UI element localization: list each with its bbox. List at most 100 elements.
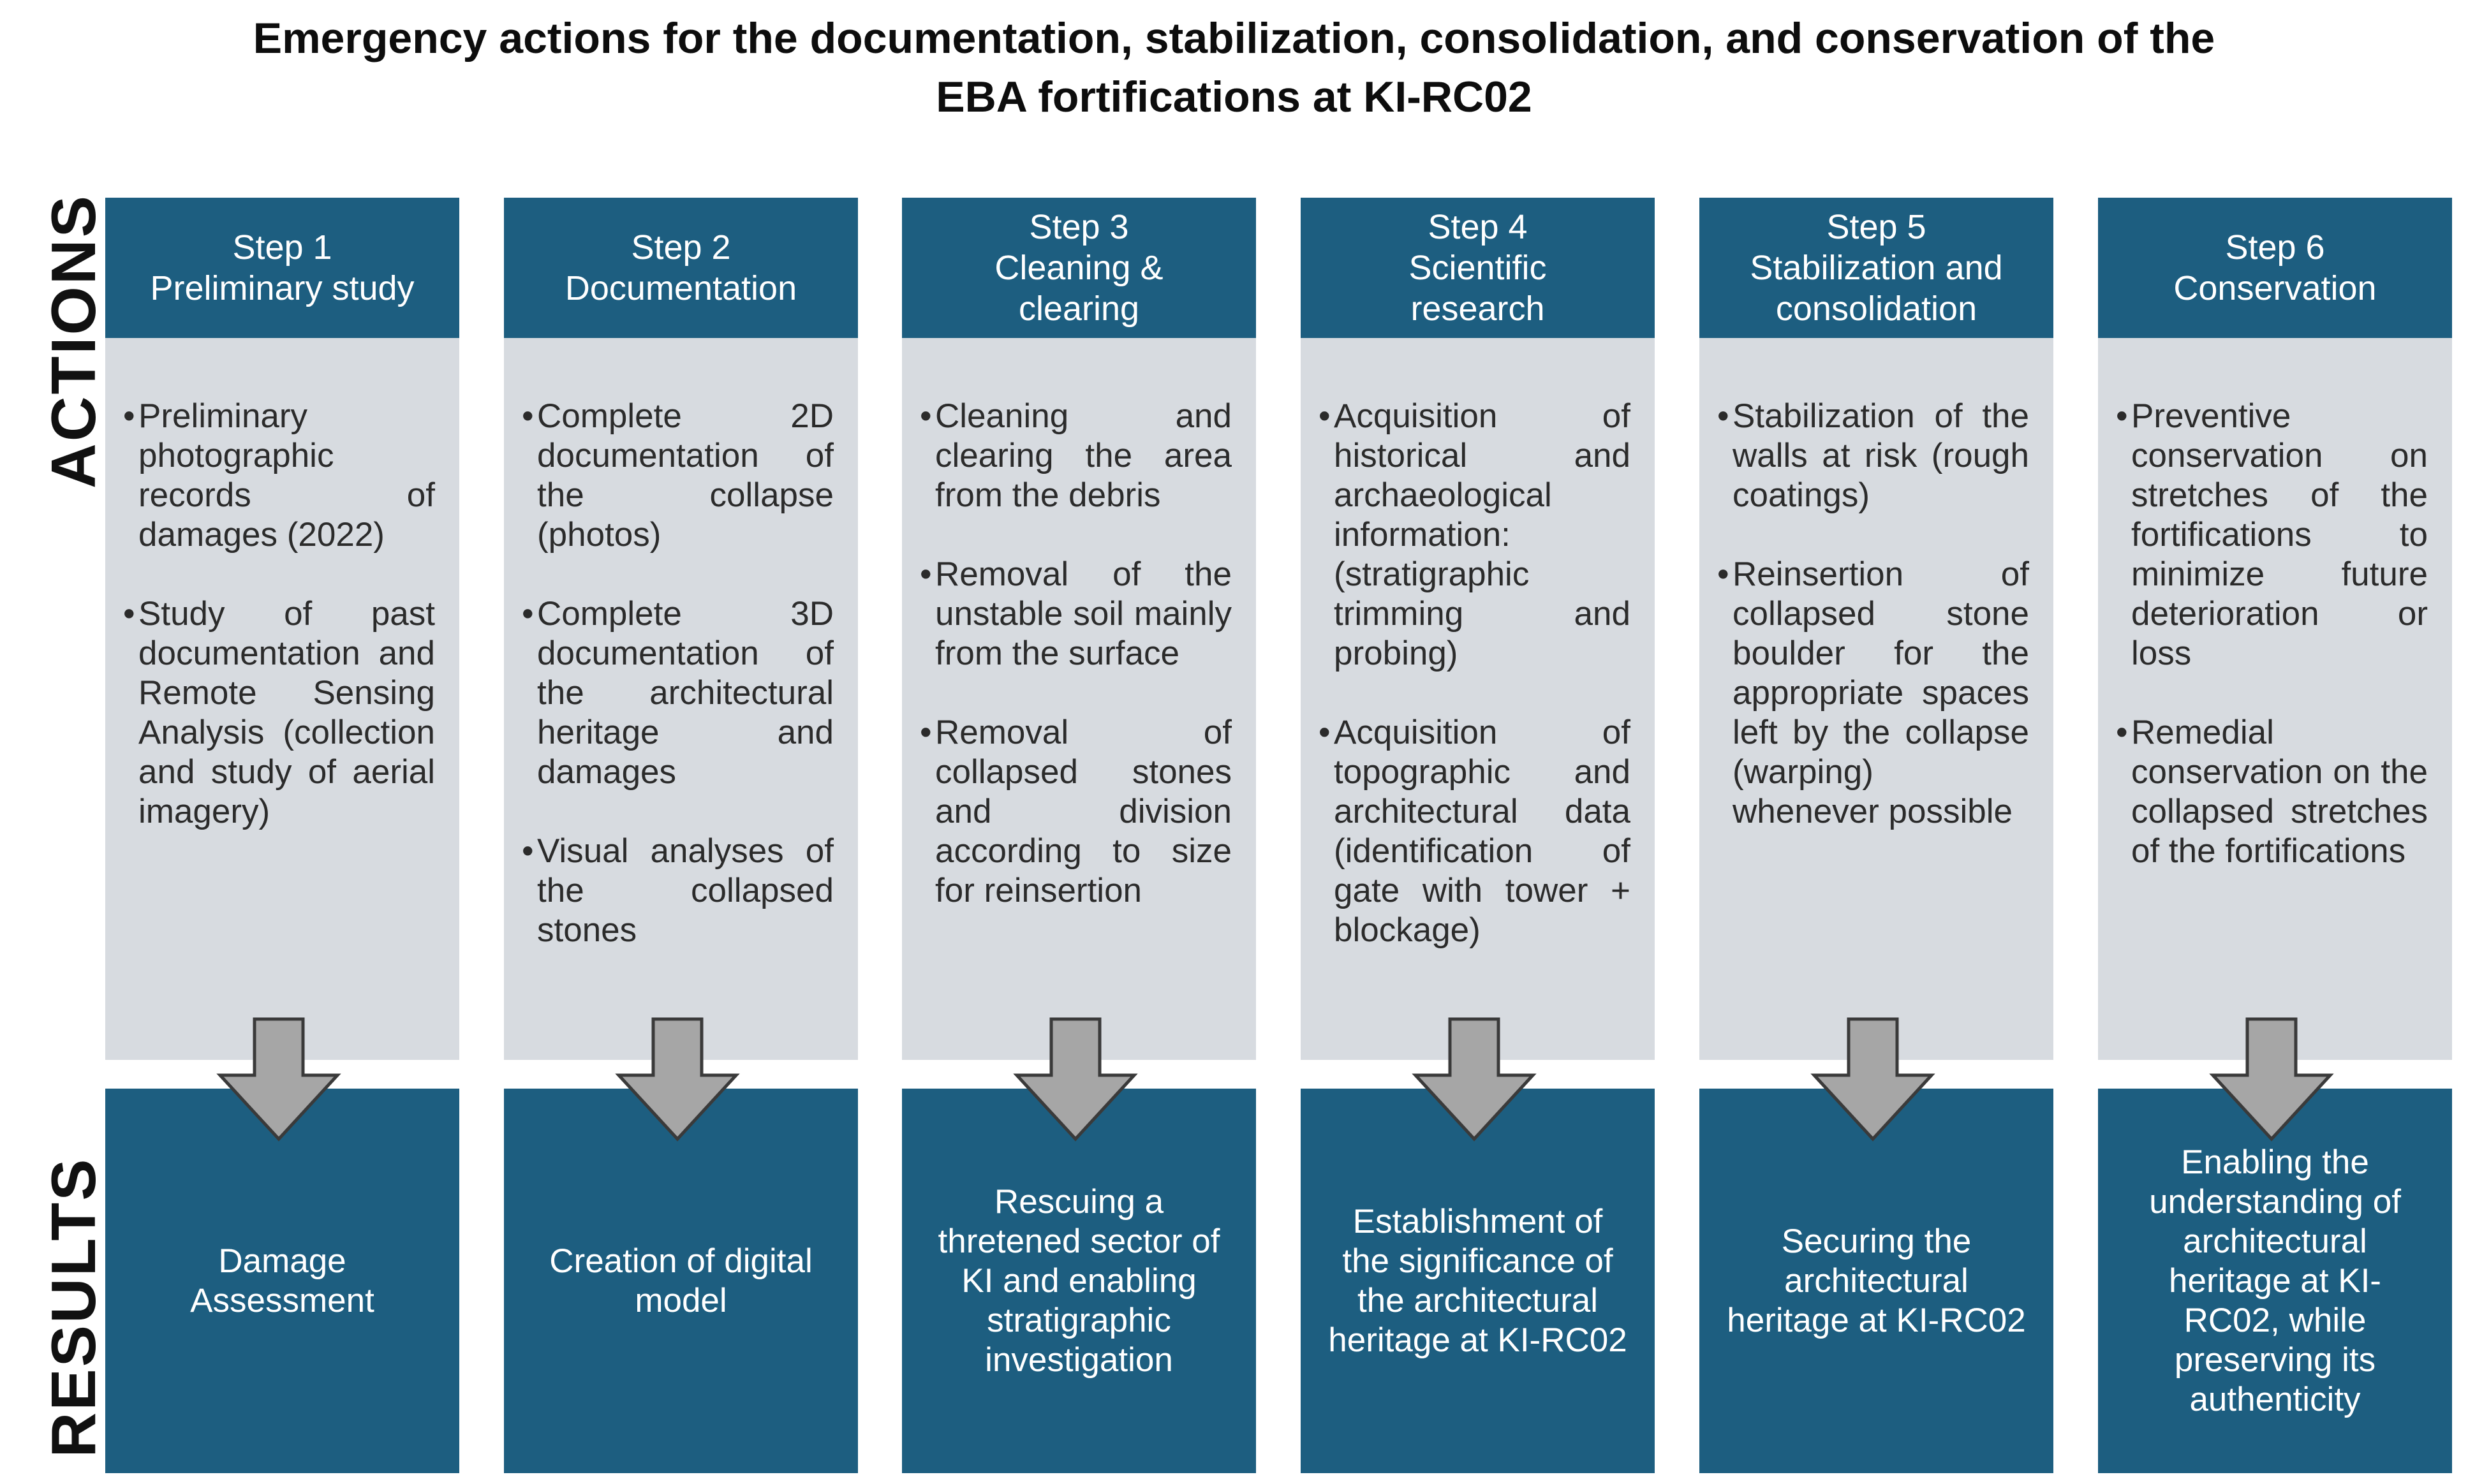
bullet-marker: • xyxy=(1319,397,1331,435)
arrow-shape xyxy=(1412,1017,1537,1142)
action-text: Cleaning and clearing the area from the … xyxy=(935,397,1232,514)
actions-label: ACTIONS xyxy=(38,194,108,489)
step-result: Establishment of the significance of the… xyxy=(1301,1089,1655,1473)
arrow-shape xyxy=(1013,1017,1138,1142)
action-text: Removal of the unstable soil mainly from… xyxy=(935,555,1232,672)
step-actions: •Cleaning and clearing the area from the… xyxy=(902,338,1256,1060)
action-bullet: •Visual analyses of the collapsed stones xyxy=(522,832,834,950)
arrow-shape xyxy=(2209,1017,2334,1142)
action-text: Preliminary photographic records of dama… xyxy=(138,397,435,554)
bullet-marker: • xyxy=(522,832,534,870)
title-line-2: EBA fortifications at KI-RC02 xyxy=(936,73,1532,121)
down-arrow-icon xyxy=(1810,1017,1935,1142)
bullet-marker: • xyxy=(2116,397,2128,435)
step-actions: •Preventive conservation on stretches of… xyxy=(2098,338,2452,1060)
step-name: Stabilization and consolidation xyxy=(1750,249,2003,328)
result-text: Damage Assessment xyxy=(190,1242,374,1319)
step-result: Enabling the understanding of architectu… xyxy=(2098,1089,2452,1473)
bullet-marker: • xyxy=(1319,714,1331,751)
step-number: Step 2 xyxy=(631,228,731,267)
action-bullet: •Acquisition of historical and archaeolo… xyxy=(1319,397,1630,673)
step-name: Conservation xyxy=(2173,269,2377,307)
step-number: Step 5 xyxy=(1826,208,1926,246)
action-text: Complete 3D documentation of the archite… xyxy=(537,595,834,791)
down-arrow-icon xyxy=(1412,1017,1537,1142)
bullet-marker: • xyxy=(1717,397,1729,435)
bullet-marker: • xyxy=(522,595,534,633)
action-text: Preventive conservation on stretches of … xyxy=(2131,397,2428,672)
title-line-1: Emergency actions for the documentation,… xyxy=(253,14,2215,62)
action-bullet: •Cleaning and clearing the area from the… xyxy=(920,397,1232,515)
step-name: Cleaning & clearing xyxy=(994,249,1164,328)
action-bullet: •Removal of the unstable soil mainly fro… xyxy=(920,555,1232,673)
step-number: Step 3 xyxy=(1029,208,1129,246)
action-bullet: •Removal of collapsed stones and divisio… xyxy=(920,713,1232,911)
result-text: Establishment of the significance of the… xyxy=(1328,1202,1627,1359)
action-bullet: •Remedial conservation on the collapsed … xyxy=(2116,713,2428,871)
step-number: Step 6 xyxy=(2225,228,2325,267)
step-result: Damage Assessment xyxy=(105,1089,459,1473)
result-text: Securing the architectural heritage at K… xyxy=(1727,1222,2026,1339)
action-text: Stabilization of the walls at risk (roug… xyxy=(1733,397,2029,514)
bullet-marker: • xyxy=(920,714,932,751)
action-text: Acquisition of historical and archaeolog… xyxy=(1334,397,1630,672)
action-bullet: •Complete 2D documentation of the collap… xyxy=(522,397,834,555)
bullet-marker: • xyxy=(123,595,135,633)
step-result: Creation of digital model xyxy=(504,1089,858,1473)
action-bullet: •Complete 3D documentation of the archit… xyxy=(522,594,834,792)
action-bullet: •Preventive conservation on stretches of… xyxy=(2116,397,2428,673)
arrow-shape xyxy=(615,1017,740,1142)
action-bullet: •Study of past documentation and Remote … xyxy=(123,594,435,832)
step-name: Preliminary study xyxy=(150,269,415,307)
result-text: Enabling the understanding of architectu… xyxy=(2149,1143,2401,1418)
action-text: Complete 2D documentation of the collaps… xyxy=(537,397,834,554)
arrow-shape xyxy=(1810,1017,1935,1142)
bullet-marker: • xyxy=(920,397,932,435)
bullet-marker: • xyxy=(920,555,932,593)
step-number: Step 1 xyxy=(232,228,332,267)
result-text: Rescuing a thretened sector of KI and en… xyxy=(938,1182,1220,1379)
bullet-marker: • xyxy=(123,397,135,435)
down-arrow-icon xyxy=(216,1017,341,1142)
bullet-marker: • xyxy=(522,397,534,435)
action-text: Removal of collapsed stones and division… xyxy=(935,714,1232,909)
step-name: Documentation xyxy=(565,269,797,307)
action-text: Study of past documentation and Remote S… xyxy=(138,595,435,830)
bullet-marker: • xyxy=(2116,714,2128,751)
results-label: RESULTS xyxy=(38,1157,108,1458)
action-bullet: •Stabilization of the walls at risk (rou… xyxy=(1717,397,2029,515)
action-bullet: •Preliminary photographic records of dam… xyxy=(123,397,435,555)
action-text: Visual analyses of the collapsed stones xyxy=(537,832,834,949)
step-name: Scientific research xyxy=(1408,249,1547,328)
step-actions: •Complete 2D documentation of the collap… xyxy=(504,338,858,1060)
action-text: Reinsertion of collapsed stone boulder f… xyxy=(1733,555,2029,830)
diagram-title: Emergency actions for the documentation,… xyxy=(0,9,2468,126)
down-arrow-icon xyxy=(2209,1017,2334,1142)
arrow-shape xyxy=(216,1017,341,1142)
action-text: Remedial conservation on the collapsed s… xyxy=(2131,714,2428,870)
down-arrow-icon xyxy=(1013,1017,1138,1142)
action-text: Acquisition of topographic and architect… xyxy=(1334,714,1630,949)
step-actions: •Stabilization of the walls at risk (rou… xyxy=(1699,338,2053,1060)
action-bullet: •Reinsertion of collapsed stone boulder … xyxy=(1717,555,2029,832)
bullet-marker: • xyxy=(1717,555,1729,593)
action-bullet: •Acquisition of topographic and architec… xyxy=(1319,713,1630,950)
step-result: Rescuing a thretened sector of KI and en… xyxy=(902,1089,1256,1473)
step-actions: •Acquisition of historical and archaeolo… xyxy=(1301,338,1655,1060)
step-result: Securing the architectural heritage at K… xyxy=(1699,1089,2053,1473)
down-arrow-icon xyxy=(615,1017,740,1142)
step-actions: •Preliminary photographic records of dam… xyxy=(105,338,459,1060)
result-text: Creation of digital model xyxy=(549,1242,813,1319)
